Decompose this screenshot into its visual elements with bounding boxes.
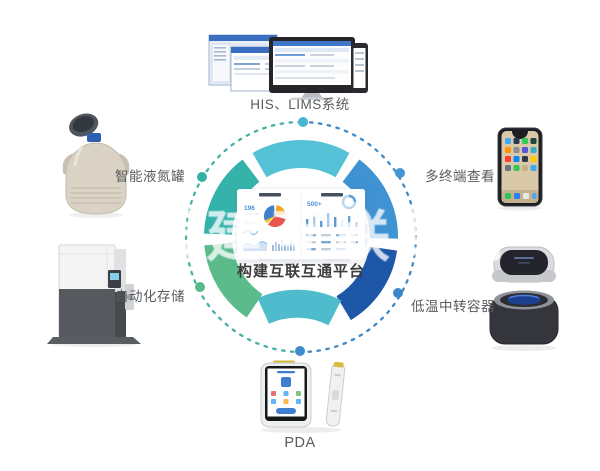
tank-body [65,142,127,215]
right-panel-header [321,193,343,197]
pie-chart [263,205,286,228]
container-opening [507,295,541,305]
label-smart-tank: 智能液氮罐 [115,169,185,184]
ring-segment-lower-left [204,242,263,318]
tank-lid [69,113,99,137]
platform-dashboard-card: 196 500+ [237,189,365,259]
connector-dot-upper-right [395,168,405,178]
tablet-device [351,43,368,93]
dashed-circle-left [184,120,303,354]
pda-handheld-icon [260,360,346,433]
dashboard-screenshot: 196 500+ [237,189,365,259]
mini-table [306,234,358,251]
connector-dot-upper-left [197,172,207,182]
container-lid [492,246,556,283]
container-base [489,290,559,345]
dashed-circle-right [299,120,418,354]
desktop-monitors-icon [208,34,368,100]
desktop-monitor [269,37,355,100]
app-window-front [230,46,298,92]
tank-neck-collar [87,133,101,142]
connector-dot-lower-left [195,282,205,292]
right-stat-value: 500+ [307,201,322,208]
ring-segment-upper-right [342,159,398,239]
pda-front [260,360,312,428]
ring-segment-top [252,139,350,178]
pda-side-view [325,361,346,427]
label-auto-storage: 自动化存储 [115,289,185,304]
machine-base [47,337,141,344]
mini-bar-chart-left [272,240,295,251]
ring-segment-bottom [257,289,342,326]
app-grid [505,138,537,171]
label-multi-terminal: 多终端查看 [425,169,495,184]
left-stat-value: 196 [244,205,255,212]
label-his-lims: HIS、LIMS系统 [250,97,350,112]
pda-action-button [276,408,296,414]
label-cryo-container: 低温中转容器 [411,299,495,314]
ring-segment-upper-left [204,159,260,236]
monitor-stand [301,93,323,98]
center-title: 构建互联互通平台 [236,263,365,280]
left-panel-header [259,193,281,197]
connector-dot-lower-right [393,288,403,298]
smartphone-icon [497,127,543,211]
storage-cabinet [47,244,141,344]
label-pda: PDA [284,435,316,451]
liquid-nitrogen-tank-icon [62,113,130,218]
mini-bar-chart-right [306,213,358,227]
ring-segment-lower-right [336,246,398,321]
connector-dot-top [298,117,308,127]
cryo-transfer-container-icon [489,246,559,351]
connector-dot-bottom [295,346,305,356]
automated-storage-machine-icon [47,244,141,347]
dock-icons [505,193,537,199]
